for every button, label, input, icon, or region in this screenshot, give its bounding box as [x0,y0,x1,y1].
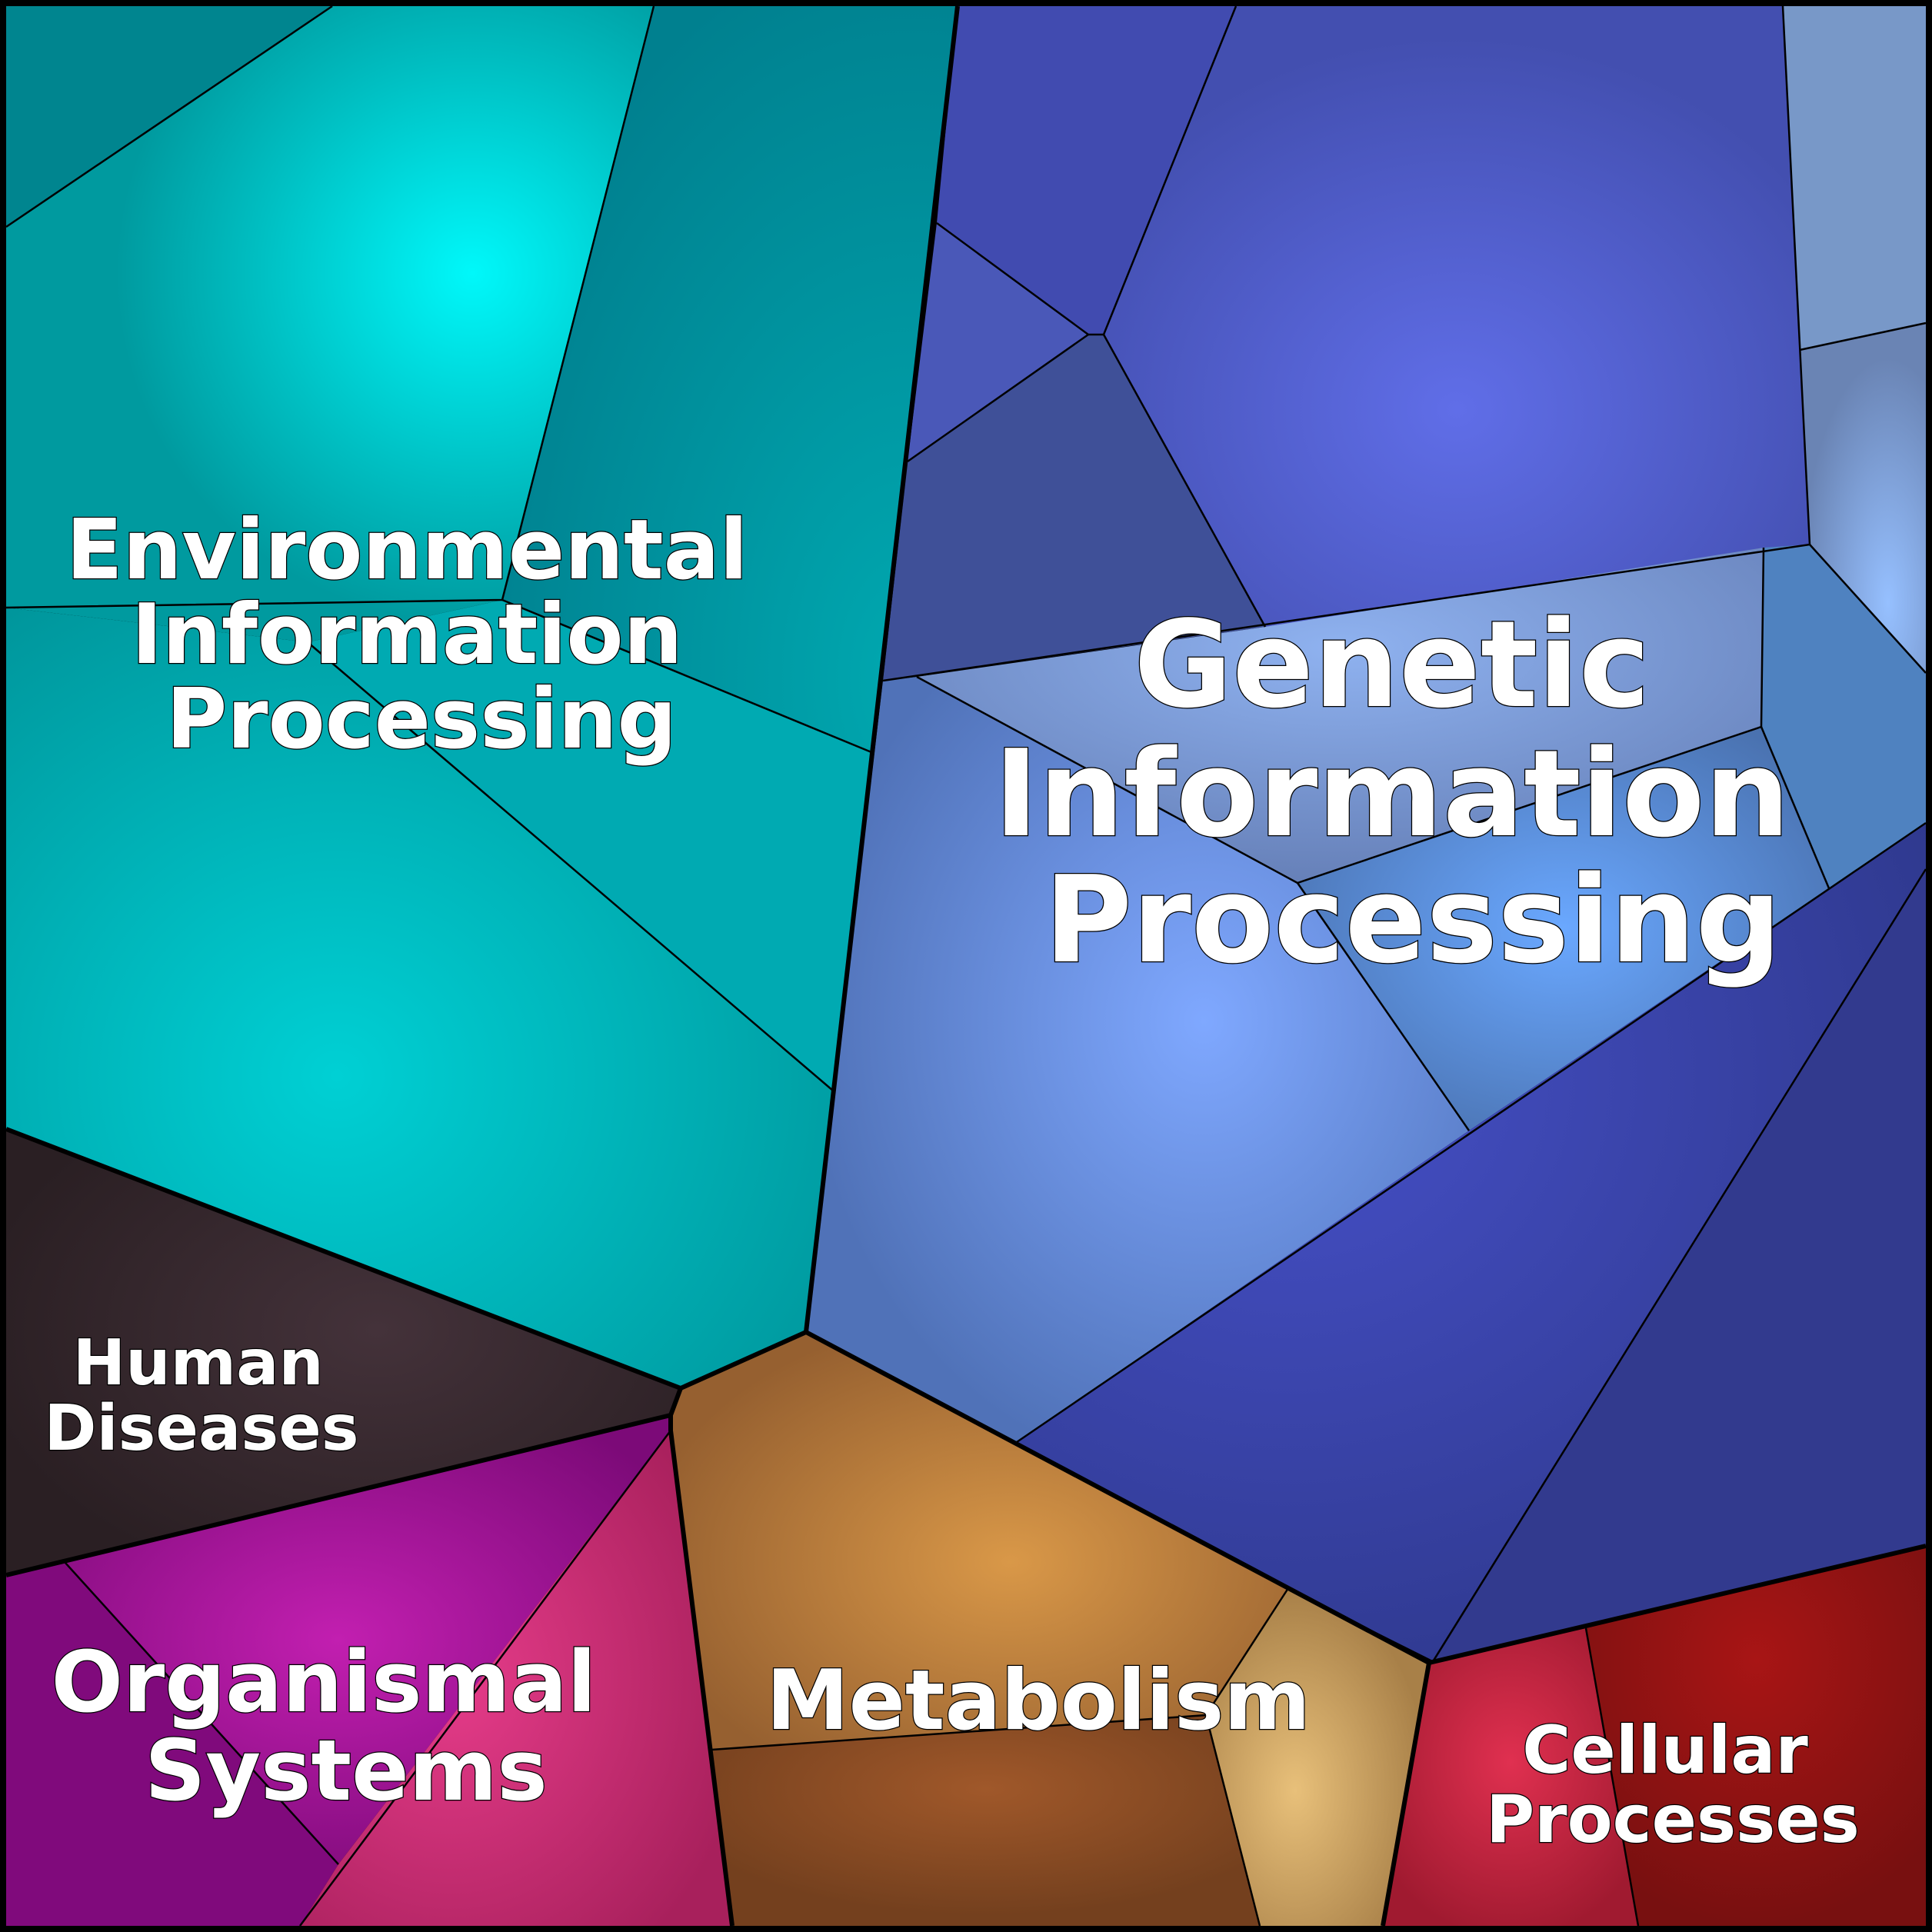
region-genetic [806,5,1927,1664]
label-environmental: Environmental Information Processing [66,502,777,768]
env-cell-wedge [308,600,871,1091]
cell-cell-right [1586,1546,1926,1926]
gen-cell-side-bottom [1800,323,1926,673]
cell-cell-left [1383,1628,1638,1926]
region-organismal [6,1415,732,1927]
gen-cell-leftstrip [908,223,1088,461]
region-metabolism [671,1332,1429,1927]
gen-cell-topright [1104,6,1810,627]
region-environmental [5,5,958,1388]
gen-cell-darkright [1429,869,1926,1663]
env-cell-main [6,6,654,642]
region-human-diseases [6,1129,681,1575]
gen-cell-edge [1761,545,1926,888]
met-cell-main [671,1332,1288,1750]
label-organismal: Organismal Systems [51,1633,625,1820]
org-cell-main [6,1415,671,1864]
org-cell-right [300,1431,732,1926]
gen-cell-blue [1297,727,1829,1131]
labels: Environmental Information Processing Gen… [43,501,1860,1860]
hd-cell [6,1129,681,1575]
env-cell-bottom [6,608,833,1388]
org-cell-left [6,1563,338,1926]
label-cellular: Cellular Processes [1486,1712,1860,1858]
label-metabolism: Metabolism [766,1653,1311,1749]
region-cellular [1383,1546,1926,1927]
met-cell-right [1206,1588,1429,1926]
met-cell-bottom [711,1715,1260,1926]
gen-cell-center [806,677,1469,1442]
gen-cell-side-top [1783,6,1926,350]
env-cell-right [502,6,958,752]
gen-cell-darkmid [883,335,1265,681]
label-genetic: Genetic Information Processing [994,595,1832,990]
label-human-diseases: Human Diseases [44,1327,358,1465]
gen-cell-darkblue [1017,823,1926,1661]
gen-cell-light [917,548,1764,883]
gen-cell-topleft [937,6,1236,335]
